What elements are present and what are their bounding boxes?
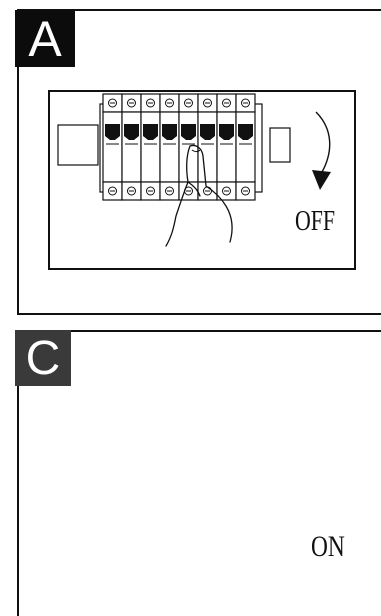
breaker-panel-a [57,93,331,247]
on-label: ON [311,530,345,563]
panel-a-letter: A [28,10,62,67]
panel-a-badge: A [15,10,75,67]
off-label: OFF [295,206,336,237]
panel-c-letter: C [25,331,61,385]
panel-c-badge: C [15,330,71,386]
panel-a-illustration-frame [48,90,356,270]
panel-c-frame [17,330,381,616]
